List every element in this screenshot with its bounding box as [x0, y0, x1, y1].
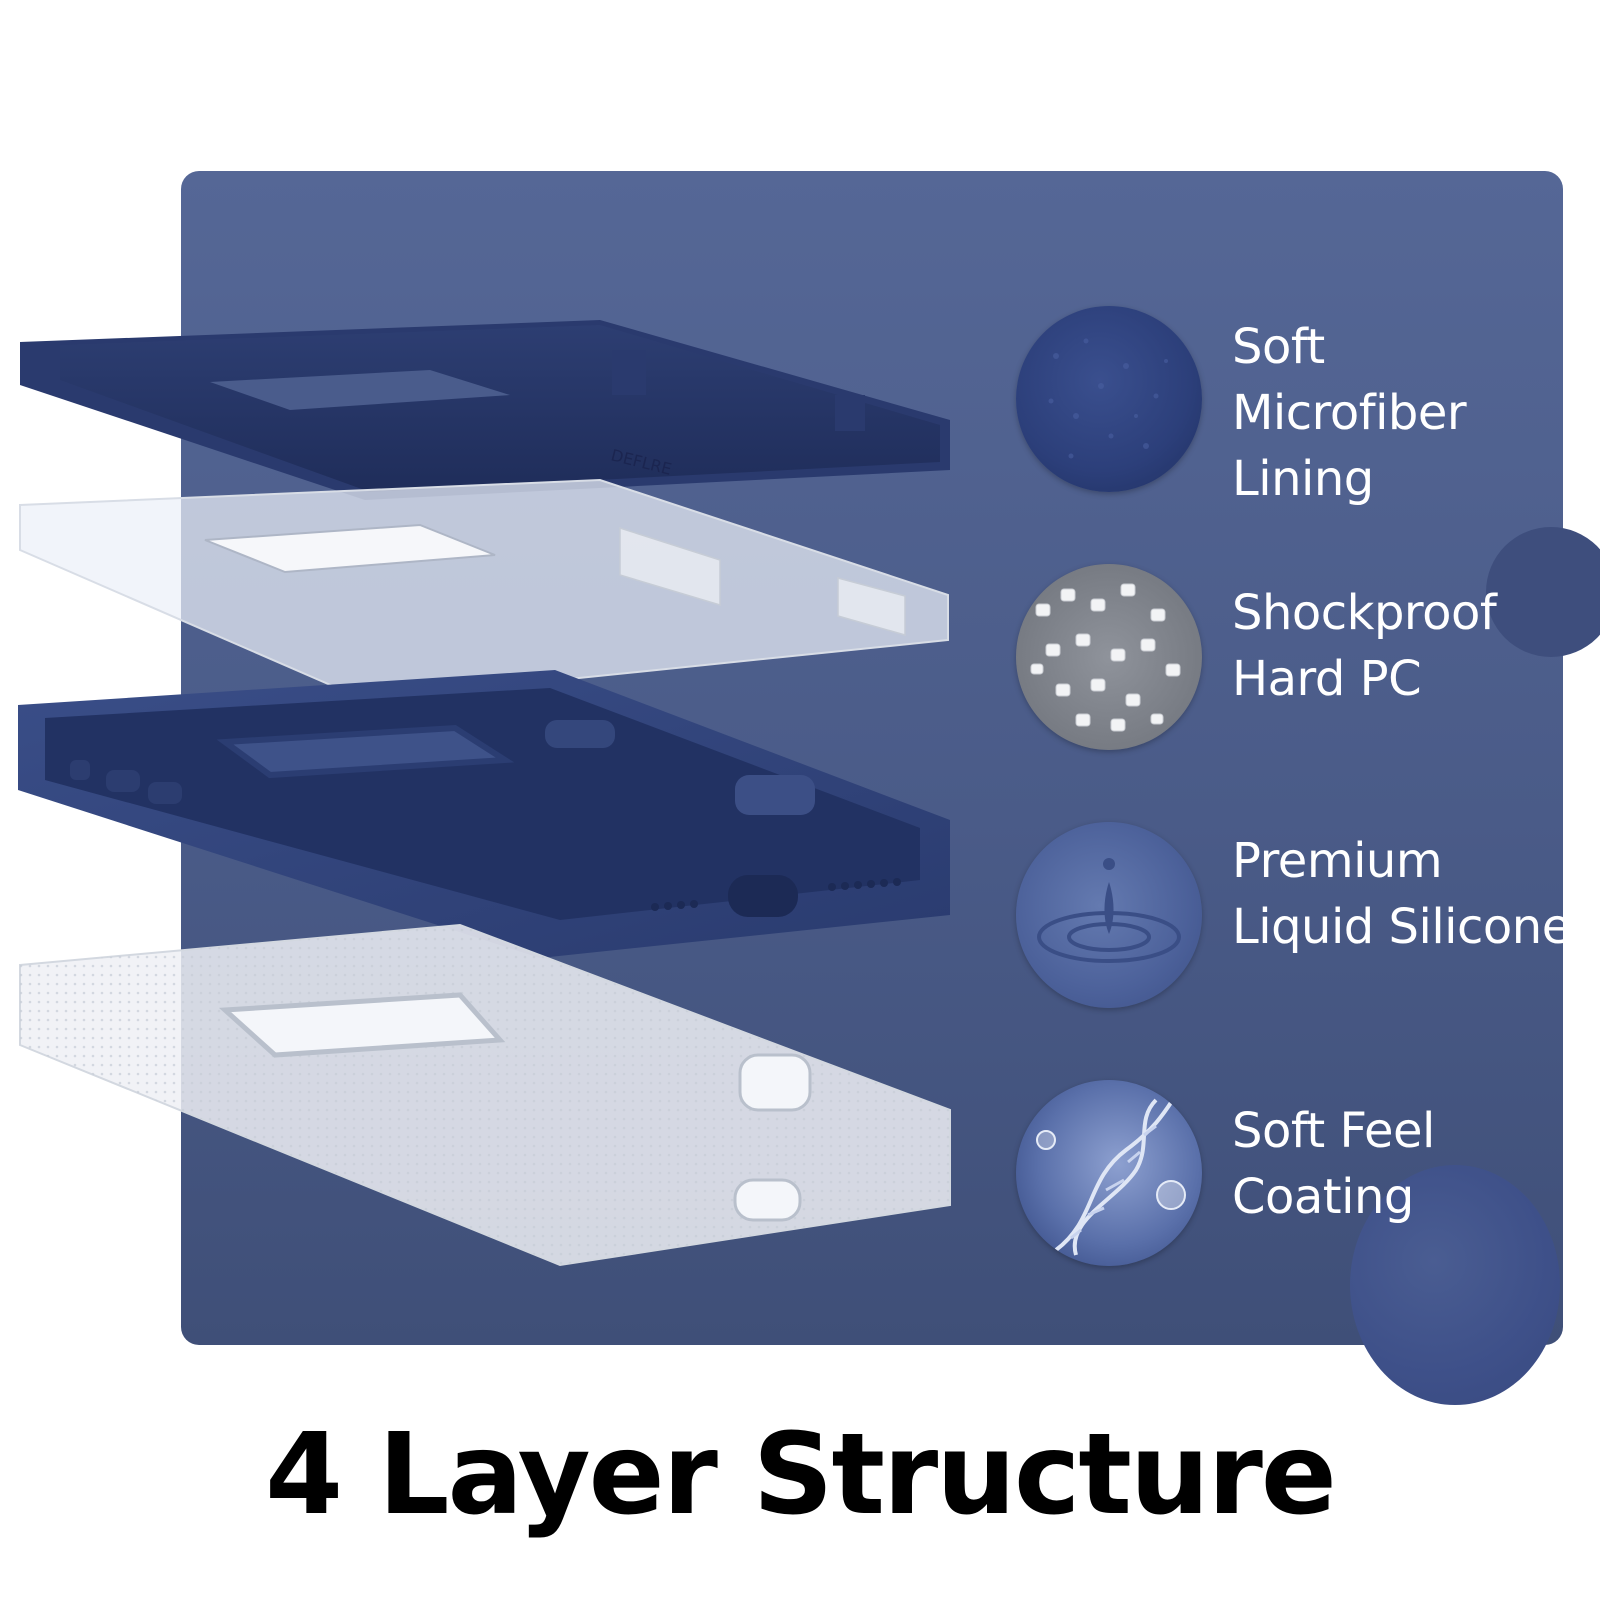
feature-line: Coating — [1232, 1169, 1414, 1225]
feature-soft-coating-label: Soft Feel Coating — [1232, 1098, 1435, 1230]
feature-line: Premium — [1232, 833, 1443, 889]
page-title: 4 Layer Structure — [265, 1410, 1337, 1540]
soft-coating-layer — [19, 923, 951, 1267]
liquid-silicone-layer — [18, 670, 950, 958]
feature-line: Soft — [1232, 319, 1325, 375]
feature-line: Microfiber — [1232, 385, 1467, 441]
feature-line: Soft Feel — [1232, 1103, 1435, 1159]
dna-helix-icon — [1016, 1080, 1202, 1266]
feature-liquid-silicone: Premium Liquid Silicone — [0, 818, 1600, 1018]
pc-granules-icon — [1016, 564, 1202, 750]
feature-hard-pc: Shockproof Hard PC — [0, 560, 1600, 760]
feature-line: Hard PC — [1232, 651, 1422, 707]
feature-line: Liquid Silicone — [1232, 899, 1571, 955]
hard-pc-layer — [19, 478, 949, 702]
feature-liquid-silicone-label: Premium Liquid Silicone — [1232, 828, 1571, 960]
feature-soft-coating: Soft Feel Coating — [0, 1076, 1600, 1276]
feature-microfiber: Soft Microfiber Lining — [0, 300, 1600, 507]
microfiber-lining-layer: DEFLRE — [20, 320, 950, 500]
feature-microfiber-label: Soft Microfiber Lining — [1232, 314, 1467, 512]
feature-hard-pc-label: Shockproof Hard PC — [1232, 580, 1497, 712]
liquid-drop-icon — [1016, 822, 1202, 1008]
microfiber-texture-icon — [1016, 306, 1202, 492]
case-layers-illustration: DEFLRE — [18, 320, 951, 1267]
feature-line: Lining — [1232, 451, 1374, 507]
feature-line: Shockproof — [1232, 585, 1497, 641]
decorative-circle-bottom — [1350, 1165, 1560, 1405]
decorative-circle-right — [1486, 527, 1600, 657]
